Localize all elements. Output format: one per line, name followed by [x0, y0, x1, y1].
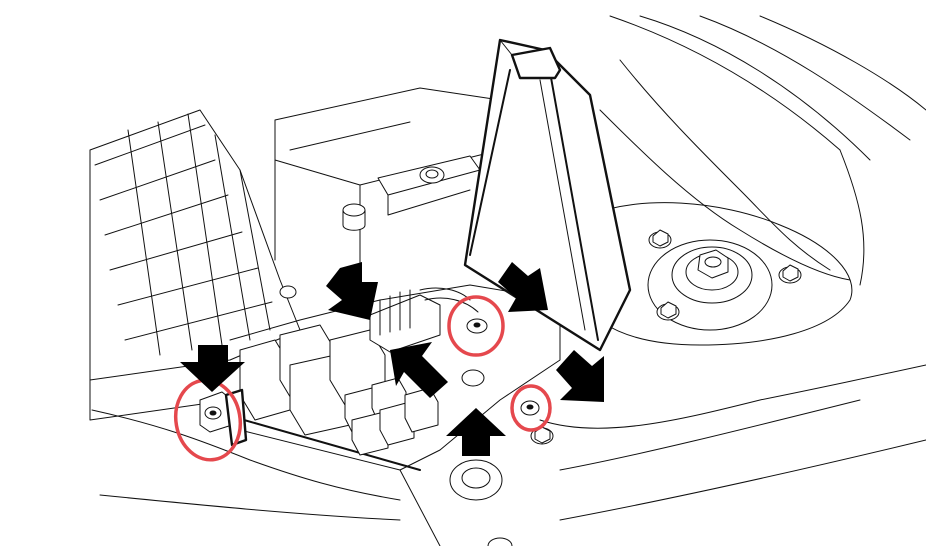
circle-right-bolt [510, 384, 552, 432]
right-bolt [520, 400, 540, 416]
arrow-right [556, 350, 604, 402]
fuse-box-lid [463, 38, 632, 352]
arrow-center [390, 342, 448, 398]
battery [274, 87, 501, 271]
strut-tower [579, 202, 853, 346]
strut-nut-1 [648, 229, 672, 249]
strut-nut-3 [656, 301, 680, 321]
left-bolt [199, 388, 248, 447]
wire-connector [369, 287, 479, 353]
grommet [449, 459, 513, 546]
arrow-upper-left [326, 262, 378, 320]
callout-arrows [180, 262, 604, 456]
battery-terminal [342, 203, 366, 231]
circle-center-bolt [447, 295, 505, 357]
arrow-left [180, 345, 245, 392]
center-bolt [466, 318, 488, 334]
lower-nut [461, 369, 554, 445]
relay-block [239, 324, 439, 456]
air-filter-housing [89, 109, 301, 421]
fender-panel [599, 15, 926, 286]
arrow-upper-right [498, 262, 548, 312]
strut-nut-2 [778, 264, 802, 284]
arrow-bottom [446, 408, 506, 456]
